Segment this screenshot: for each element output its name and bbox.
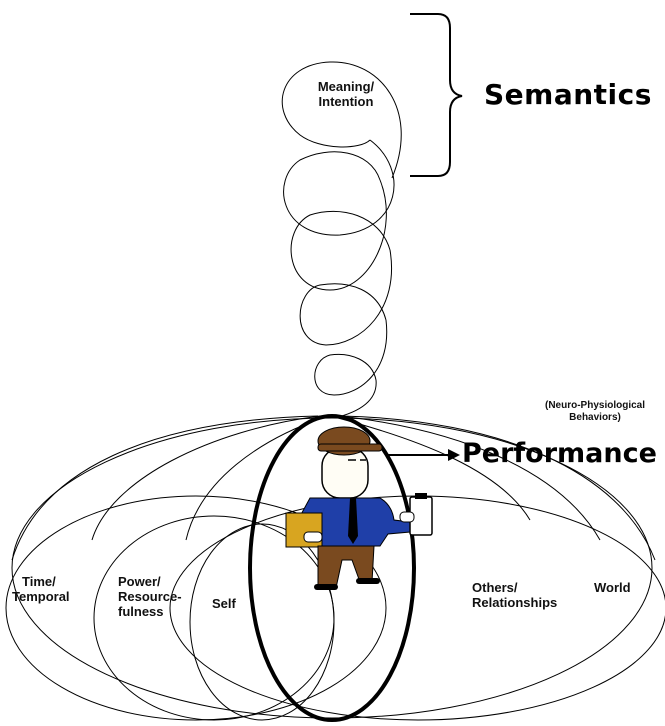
- arrow-right-icon: [388, 449, 460, 461]
- performance-label: Performance: [462, 438, 657, 469]
- spiral-loop-5: [314, 319, 388, 396]
- spiral-loop-4: [299, 249, 392, 346]
- sphere-arc-left-1: [11, 415, 319, 561]
- semantics-label: Semantics: [484, 78, 652, 111]
- others-label: Others/: [472, 580, 518, 595]
- meaning-intention-label: Meaning/ Intention: [305, 79, 387, 109]
- resource-label: Resource-: [118, 589, 182, 604]
- meaning-label: Meaning/: [317, 79, 375, 94]
- spiral-loop-3: [290, 179, 391, 291]
- performance-note-line2: Behaviors): [569, 412, 621, 423]
- self-sphere: [189, 523, 335, 721]
- performance-note-line1: (Neuro-Physiological: [544, 400, 645, 411]
- fulness-label: fulness: [118, 604, 164, 619]
- world-label: World: [594, 580, 631, 595]
- spiral-tail: [333, 379, 377, 419]
- relationships-label: Relationships: [472, 595, 558, 610]
- temporal-label: Temporal: [12, 589, 70, 604]
- spiral-loop-2: [283, 139, 395, 236]
- others-relationships-label: Others/ Relationships: [472, 580, 557, 610]
- core-ellipse: [248, 414, 416, 722]
- sphere-arc-right-1: [341, 415, 656, 561]
- sphere-arc-left-2: [91, 415, 321, 541]
- clipboard-icon: [399, 493, 433, 536]
- man-walking-icon: [285, 426, 411, 590]
- sphere-arc-right-2: [339, 415, 601, 541]
- curly-brace-icon: [410, 13, 463, 177]
- intention-label: Intention: [318, 94, 374, 109]
- time-label: Time/: [22, 574, 56, 589]
- time-temporal-label: Time/ Temporal: [12, 574, 70, 604]
- power-resourcefulness-label: Power/ Resource- fulness: [118, 574, 182, 619]
- time-sphere: [5, 495, 387, 721]
- performance-note: (Neuro-Physiological Behaviors): [520, 400, 665, 424]
- self-label: Self: [212, 596, 236, 611]
- power-label: Power/: [118, 574, 161, 589]
- spiral-loop-top: [281, 61, 402, 179]
- sphere-arc-right-3: [337, 417, 531, 521]
